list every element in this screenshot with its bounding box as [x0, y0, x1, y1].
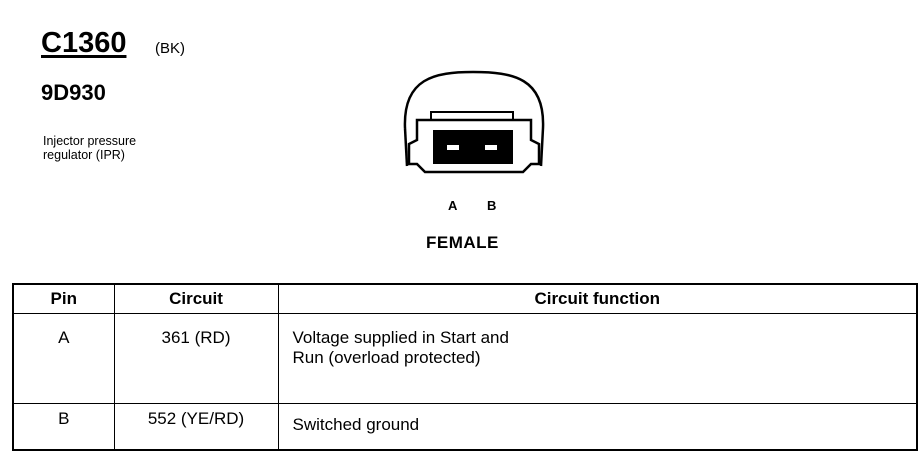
cell-circuit-function: Switched ground [277, 403, 918, 451]
pin-socket-b [485, 145, 497, 150]
description-line: regulator (IPR) [43, 148, 125, 162]
connector-gender: FEMALE [426, 233, 499, 252]
table-header-row: Pin Circuit Circuit function [12, 283, 918, 314]
function-line: Switched ground [292, 415, 420, 434]
function-line: Voltage supplied in Start and [292, 328, 509, 347]
header-pin: Pin [12, 283, 115, 314]
connector-housing [403, 70, 545, 167]
pin-label-a: A [448, 198, 458, 213]
cell-pin: B [12, 403, 115, 451]
table-row: A 361 (RD) Voltage supplied in Start and… [12, 313, 918, 404]
connector-face-diagram [403, 70, 545, 174]
pin-cavity [433, 130, 513, 164]
connector-housing-left [403, 127, 409, 167]
pinout-table: Pin Circuit Circuit function A 361 (RD) … [12, 283, 918, 451]
header-circuit: Circuit [113, 283, 279, 314]
table-row: B 552 (YE/RD) Switched ground [12, 403, 918, 451]
cell-circuit: 552 (YE/RD) [113, 403, 279, 451]
cell-circuit: 361 (RD) [113, 313, 279, 404]
header-circuit-function: Circuit function [277, 283, 918, 314]
cell-circuit-function: Voltage supplied in Start and Run (overl… [277, 313, 918, 404]
connector-description: Injector pressure regulator (IPR) [43, 134, 203, 162]
function-line: Run (overload protected) [292, 348, 481, 367]
connector-id: C1360 [41, 27, 127, 59]
description-line: Injector pressure [43, 134, 137, 148]
cell-pin: A [12, 313, 115, 404]
pin-label-b: B [487, 198, 497, 213]
pin-socket-a [447, 145, 459, 150]
connector-color-code: (BK) [155, 40, 185, 57]
part-number: 9D930 [41, 80, 106, 105]
